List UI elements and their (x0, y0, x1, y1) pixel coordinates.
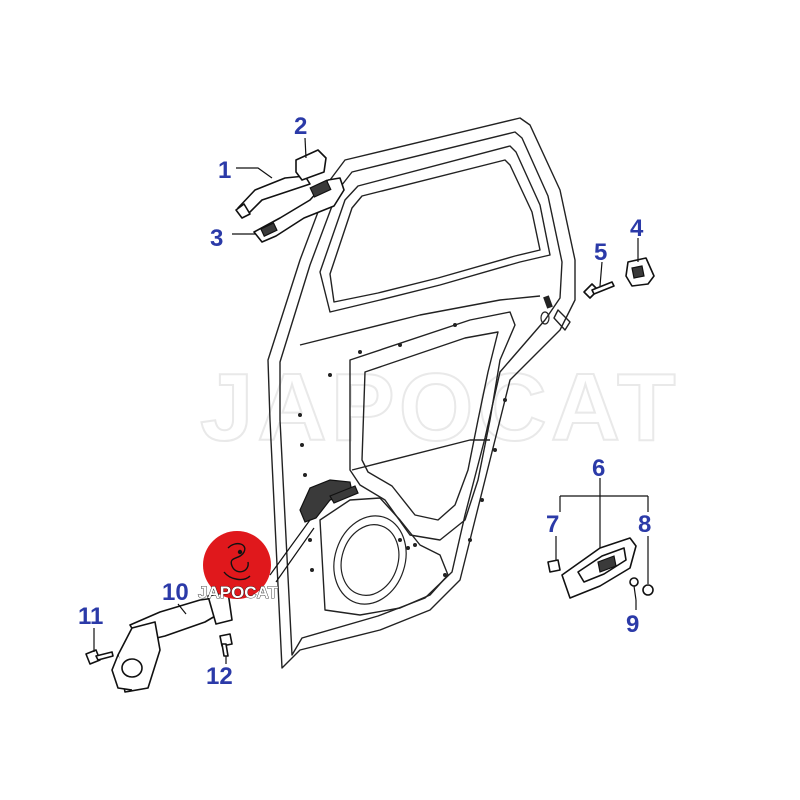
brand-logo: JAPOCAT (198, 531, 279, 602)
callout-2: 2 (294, 113, 307, 140)
callout-11: 11 (78, 603, 103, 630)
speaker-hole (333, 515, 407, 605)
door-panel (267, 117, 576, 669)
check-bolt (85, 649, 114, 665)
callout-12: 12 (206, 663, 233, 690)
bezel-cap (642, 584, 654, 596)
callout-labels: 1 2 3 4 5 6 7 8 9 10 11 12 (78, 113, 651, 690)
callout-1: 1 (218, 157, 231, 184)
outside-door-handle (235, 175, 311, 219)
logo-circle (203, 531, 271, 599)
callout-4: 4 (630, 215, 644, 242)
leader-lines (93, 137, 649, 664)
callout-7: 7 (546, 511, 559, 538)
watermark-text: JAPOCAT (200, 354, 680, 461)
door-check-inner (269, 479, 359, 583)
callout-9: 9 (626, 611, 639, 638)
callout-5: 5 (594, 239, 607, 266)
door-latch-striker (625, 257, 655, 287)
bezel-clip (547, 559, 561, 573)
callout-3: 3 (210, 225, 223, 252)
check-mount-bolt (219, 633, 233, 657)
handle-cover-cap (295, 149, 327, 181)
logo-dragon-icon (223, 542, 251, 581)
bezel-screw (629, 577, 639, 601)
callout-8: 8 (638, 511, 651, 538)
striker-bolt (583, 281, 615, 299)
handle-base-bracket (253, 177, 345, 243)
door-check-strap (111, 591, 233, 693)
callout-10: 10 (162, 579, 189, 606)
logo-text: JAPOCAT (198, 583, 279, 602)
callout-6: 6 (592, 455, 605, 482)
inside-handle-bezel (561, 537, 637, 599)
